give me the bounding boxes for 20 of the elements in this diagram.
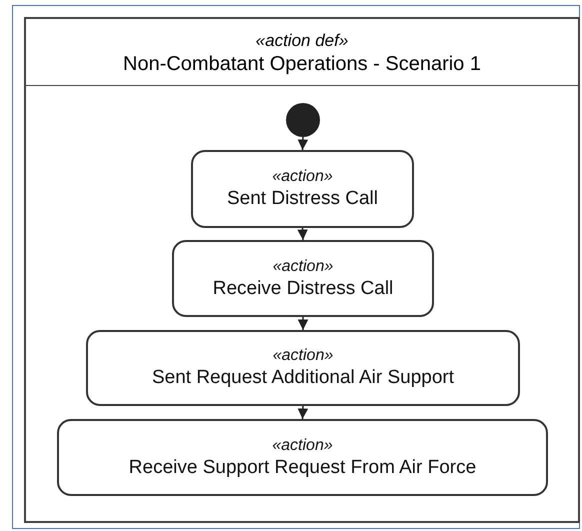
arrow (297, 228, 308, 240)
action-name: Receive Distress Call (212, 278, 394, 300)
arrow (298, 317, 308, 330)
stereotype-label: «action» (272, 258, 334, 276)
action-def-frame (24, 17, 580, 523)
action-name: Sent Request Additional Air Support (152, 367, 454, 389)
action-box (57, 419, 548, 496)
action-box (86, 330, 520, 406)
action-box (172, 240, 434, 317)
action-box (191, 150, 414, 228)
stereotype-label: «action» (272, 347, 334, 365)
initial-node-circle (286, 103, 320, 137)
stereotype-label: «action def» (254, 31, 350, 51)
stereotype-label: «action» (272, 436, 333, 454)
stereotype-label: «action» (272, 168, 333, 186)
arrow (298, 406, 308, 420)
frame-title: Non-Combatant Operations - Scenario 1 (122, 53, 482, 76)
action-name: Receive Support Request From Air Force (128, 456, 476, 478)
action-name: Sent Distress Call (227, 188, 378, 210)
arrow (298, 136, 308, 150)
